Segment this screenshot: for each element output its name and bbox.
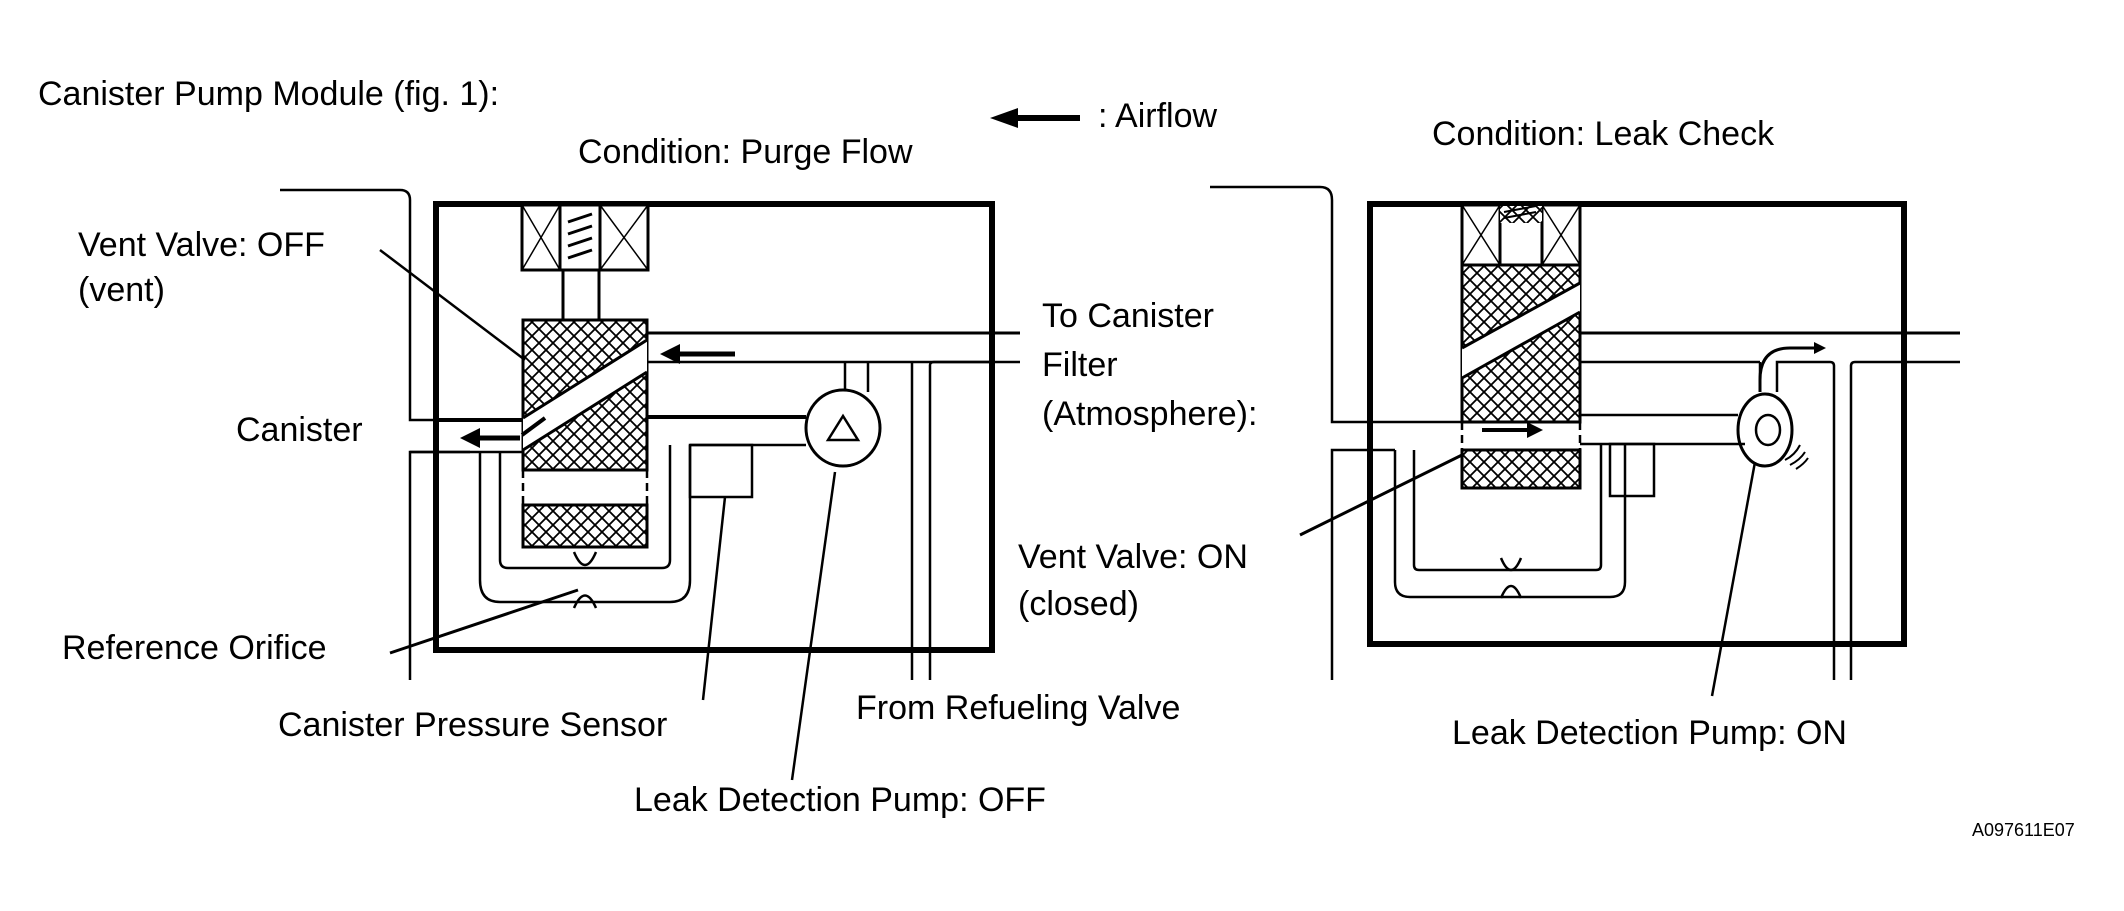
leak-detection-pump-off-label: Leak Detection Pump: OFF [634, 781, 1046, 819]
canister-pressure-sensor-icon [1608, 442, 1656, 498]
airflow-legend-arrow-icon [990, 108, 1080, 128]
reference-orifice-icon [1499, 557, 1523, 599]
leak-detection-pump-on-icon [1736, 392, 1809, 470]
right-condition-label: Condition: Leak Check [1432, 115, 1775, 153]
vent-valve-off-icon [521, 318, 649, 549]
diagram-title: Canister Pump Module (fig. 1): [38, 75, 500, 113]
leak-check-diagram [1210, 185, 1960, 697]
reference-orifice-icon [572, 551, 598, 609]
airflow-legend-label: : Airflow [1098, 97, 1218, 135]
left-condition-label: Condition: Purge Flow [578, 133, 913, 171]
canister-pressure-sensor-label: Canister Pressure Sensor [278, 706, 668, 744]
atmosphere-label: (Atmosphere): [1042, 395, 1258, 433]
vent-valve-on-label: Vent Valve: ON [1018, 538, 1248, 576]
leak-detection-pump-on-label: Leak Detection Pump: ON [1452, 714, 1847, 752]
canister-pressure-sensor-icon [688, 443, 754, 499]
solenoid-coil-icon [520, 203, 650, 322]
from-refueling-valve-label: From Refueling Valve [856, 689, 1181, 727]
vent-valve-on-icon [1460, 263, 1582, 490]
reference-orifice-label: Reference Orifice [62, 629, 327, 667]
vent-valve-off-label: Vent Valve: OFF [78, 226, 325, 264]
leak-detection-pump-off-icon [804, 388, 882, 468]
to-canister-filter-label: To Canister [1042, 297, 1214, 335]
canister-label: Canister [236, 411, 363, 449]
purge-flow-diagram [280, 188, 1020, 781]
left-housing [433, 201, 995, 653]
solenoid-coil-icon [1460, 203, 1582, 267]
figure-code: A097611E07 [1972, 820, 2075, 840]
filter-label: Filter [1042, 346, 1118, 384]
vent-valve-on-state-label: (closed) [1018, 585, 1139, 623]
vent-valve-off-state-label: (vent) [78, 271, 165, 309]
right-housing [1367, 201, 1907, 647]
